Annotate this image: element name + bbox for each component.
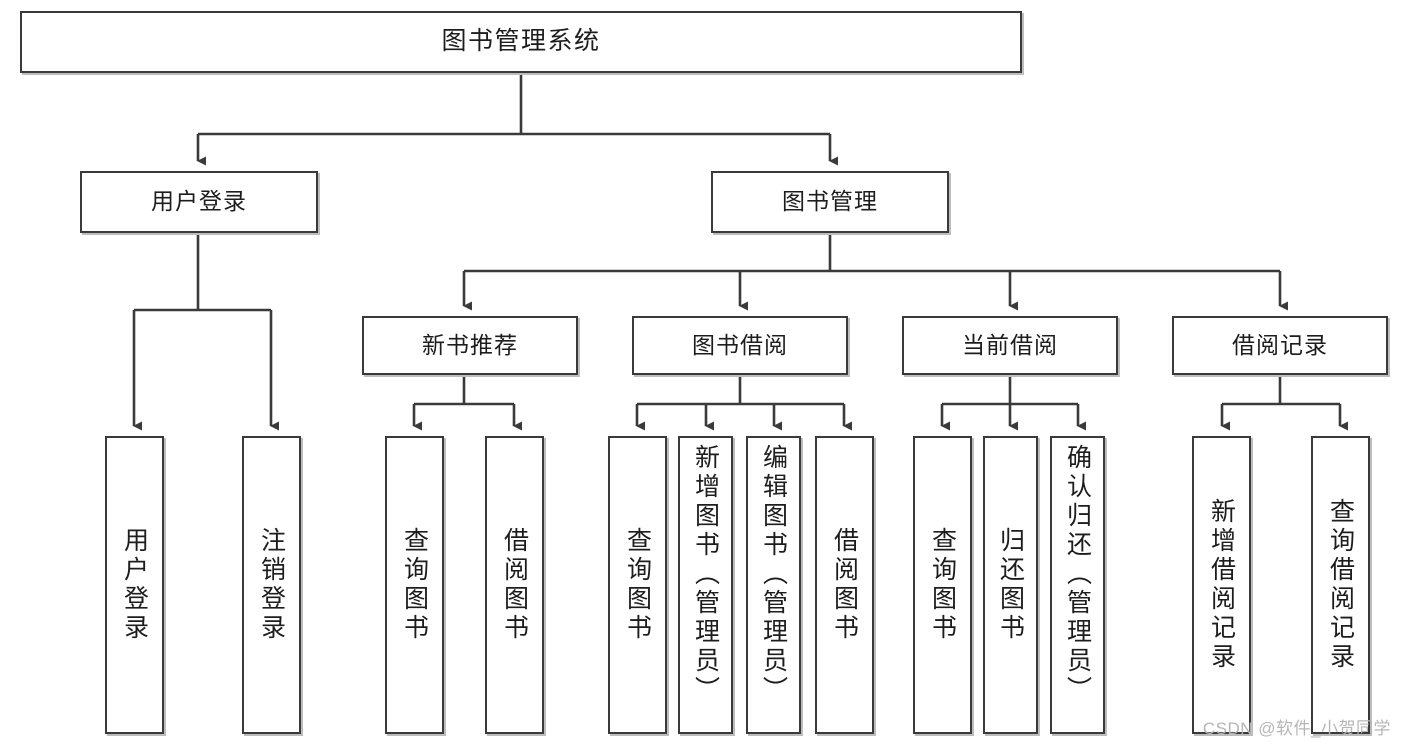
node-book-management[interactable]: 图书管理 xyxy=(711,171,949,233)
node-label: 当前借阅 xyxy=(962,331,1058,358)
leaf-add-borrow-record[interactable]: 新增借阅记录 xyxy=(1192,436,1251,734)
leaf-confirm-return-admin[interactable]: 确认归还（管理员） xyxy=(1050,436,1105,734)
node-root-library-system[interactable]: 图书管理系统 xyxy=(20,11,1022,73)
node-label: 查询图书 xyxy=(400,527,429,643)
node-label: 图书借阅 xyxy=(692,331,788,358)
leaf-logout[interactable]: 注销登录 xyxy=(242,436,301,734)
node-label: 查询图书 xyxy=(623,527,652,643)
leaf-query-book-current[interactable]: 查询图书 xyxy=(913,436,972,734)
node-label: 确认归还（管理员） xyxy=(1063,444,1092,705)
leaf-borrow-book-recommend[interactable]: 借阅图书 xyxy=(485,436,544,734)
node-label: 借阅图书 xyxy=(500,527,529,643)
node-label: 图书管理系统 xyxy=(441,27,601,56)
node-label: 借阅图书 xyxy=(830,527,859,643)
node-borrow-record[interactable]: 借阅记录 xyxy=(1172,316,1388,375)
leaf-borrow-book[interactable]: 借阅图书 xyxy=(815,436,874,734)
node-label: 新增图书（管理员） xyxy=(691,444,720,705)
node-label: 查询图书 xyxy=(928,527,957,643)
node-current-borrow[interactable]: 当前借阅 xyxy=(902,316,1118,375)
node-label: 用户登录 xyxy=(120,527,149,643)
node-label: 注销登录 xyxy=(257,527,286,643)
node-new-book-recommend[interactable]: 新书推荐 xyxy=(362,316,578,375)
node-label: 借阅记录 xyxy=(1232,331,1328,358)
leaf-query-book-recommend[interactable]: 查询图书 xyxy=(385,436,444,734)
node-label: 查询借阅记录 xyxy=(1326,498,1355,672)
node-label: 归还图书 xyxy=(996,527,1025,643)
leaf-return-book[interactable]: 归还图书 xyxy=(983,436,1038,734)
node-label: 编辑图书（管理员） xyxy=(759,444,788,705)
node-label: 新增借阅记录 xyxy=(1207,498,1236,672)
leaf-edit-book-admin[interactable]: 编辑图书（管理员） xyxy=(746,436,801,734)
leaf-add-book-admin[interactable]: 新增图书（管理员） xyxy=(678,436,733,734)
leaf-query-borrow-record[interactable]: 查询借阅记录 xyxy=(1311,436,1370,734)
node-label: 新书推荐 xyxy=(422,331,518,358)
node-book-borrow[interactable]: 图书借阅 xyxy=(632,316,848,375)
node-user-login[interactable]: 用户登录 xyxy=(80,171,318,233)
node-label: 图书管理 xyxy=(782,188,878,215)
leaf-query-book-borrow[interactable]: 查询图书 xyxy=(608,436,667,734)
leaf-user-login[interactable]: 用户登录 xyxy=(105,436,164,734)
node-label: 用户登录 xyxy=(151,188,247,215)
